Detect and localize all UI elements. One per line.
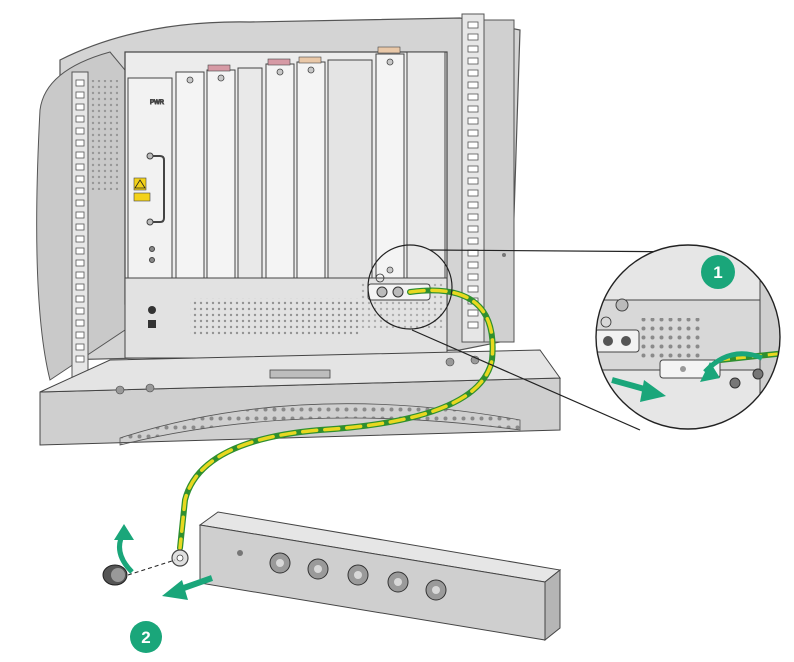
card-ejector-tabs (207, 46, 401, 72)
rotate-arrow-icon (114, 524, 134, 574)
step-2-number: 2 (141, 628, 150, 647)
left-rack-rail (71, 71, 89, 393)
chassis-ground-terminal (367, 273, 431, 301)
zoom-rotate-arrow-icon (700, 351, 763, 382)
step-1-number: 1 (713, 263, 722, 282)
ground-cable (171, 287, 496, 567)
router-chassis: PWR (36, 13, 521, 393)
zoom-detail (596, 245, 780, 429)
right-rack-rail (461, 13, 515, 343)
step-2-callout: 2 (130, 621, 162, 653)
step-1-callout: 1 (701, 255, 735, 289)
pull-arrow-icon (162, 575, 213, 600)
zoom-pull-arrow-icon (611, 377, 666, 402)
slot-cards: PWR (127, 51, 446, 301)
warning-label-icon (133, 177, 151, 202)
zoom-callout (367, 244, 781, 431)
panel-label: PWR (150, 100, 165, 106)
ground-bar (198, 511, 562, 642)
removed-nut (102, 559, 176, 586)
power-module: PWR (127, 77, 173, 301)
ground-symbol-icon (375, 273, 385, 283)
